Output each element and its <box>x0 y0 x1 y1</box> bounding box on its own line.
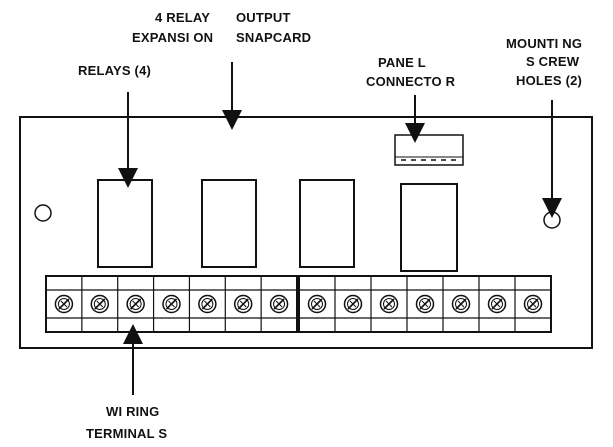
terminal-screw <box>188 276 217 332</box>
terminal-screw <box>81 276 110 332</box>
label-panel-line1: PANE L <box>378 55 426 70</box>
terminal-screw <box>260 276 289 332</box>
label-wiring-line2: TERMINAL S <box>86 426 167 441</box>
terminal-screw <box>117 276 145 332</box>
label-panel-line2: CONNECTO R <box>366 74 456 89</box>
terminal-screw <box>478 276 507 332</box>
terminal-screw <box>406 276 435 332</box>
panel-connector <box>394 134 464 166</box>
relay-1 <box>97 179 153 268</box>
terminal-screw <box>152 276 181 332</box>
terminal-screw <box>54 294 74 314</box>
label-output-line1: OUTPUT <box>236 10 291 25</box>
label-relays: RELAYS (4) <box>78 63 151 78</box>
relay-3 <box>299 179 355 268</box>
terminal-block-left <box>45 275 298 333</box>
label-mounting-line2: S CREW <box>526 54 580 69</box>
terminal-screw <box>224 276 253 332</box>
terminal-screw <box>442 276 471 332</box>
label-expansion-line2: EXPANSI ON <box>132 30 213 45</box>
label-output-line2: SNAPCARD <box>236 30 311 45</box>
terminal-screw <box>307 294 327 314</box>
relay-4 <box>400 183 458 272</box>
relay-2 <box>201 179 257 268</box>
label-mounting-line1: MOUNTI NG <box>506 36 582 51</box>
label-wiring-line1: WI RING <box>106 404 159 419</box>
terminal-screw <box>514 276 543 332</box>
mounting-hole-left <box>34 204 52 222</box>
wiring-terminals <box>54 276 543 332</box>
terminal-screw <box>334 276 363 332</box>
label-mounting-line3: HOLES (2) <box>516 73 582 88</box>
terminal-screw <box>370 276 399 332</box>
label-expansion-line1: 4 RELAY <box>155 10 210 25</box>
